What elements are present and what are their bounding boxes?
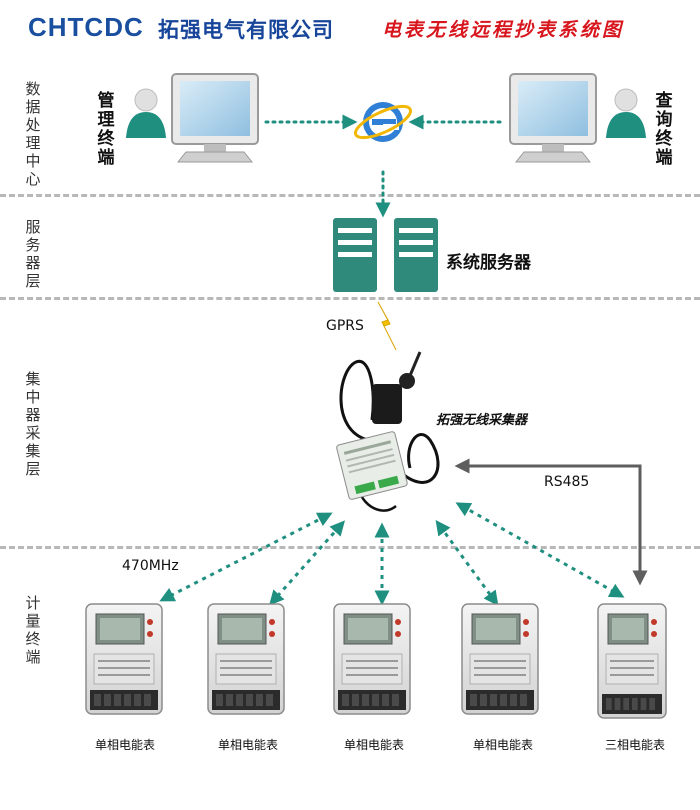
layer-label-data-center: 数据处理中心 [25, 80, 41, 188]
server-label: 系统服务器 [446, 253, 531, 273]
admin-user-icon [126, 88, 166, 138]
lightning-icon [377, 301, 397, 351]
three-phase-meter-icon [597, 603, 667, 719]
radio-frequency-label: 470MHz [122, 558, 179, 574]
company-name: 拓强电气有限公司 [158, 17, 334, 42]
meter-label: 三相电能表 [604, 738, 665, 752]
layer-label-collector: 集中器采集层 [25, 370, 41, 478]
server-icon [333, 218, 438, 292]
layer-separator [0, 546, 700, 549]
brand-logo: CHTCDC [28, 12, 144, 42]
single-phase-meter-icon [461, 603, 539, 715]
layer-separator [0, 194, 700, 197]
rs485-label: RS485 [544, 474, 590, 490]
internet-explorer-icon [353, 102, 413, 142]
meters-layer [85, 603, 667, 719]
query-terminal-label: 查询终端 [655, 91, 673, 168]
layer-label-metering: 计量终端 [25, 594, 41, 666]
single-phase-meter-icon [85, 603, 163, 715]
single-phase-meter-icon [207, 603, 285, 715]
radio-link-meter-1 [159, 512, 333, 602]
rs485-link [454, 458, 648, 586]
meter-label: 单相电能表 [472, 738, 533, 752]
radio-link-meter-5 [455, 502, 625, 598]
radio-link-meter-4 [435, 519, 499, 607]
collector-label: 拓强无线采集器 [436, 413, 528, 428]
radio-link-meter-2 [269, 520, 345, 606]
query-user-icon [606, 88, 646, 138]
diagram-title: 电表无线远程抄表系统图 [382, 19, 625, 41]
collector-device-icon [336, 351, 440, 512]
meter-label: 单相电能表 [343, 738, 404, 752]
query-monitor-icon [509, 73, 597, 163]
single-phase-meter-icon [333, 603, 411, 715]
layer-separator [0, 297, 700, 300]
admin-terminal-label: 管理终端 [97, 91, 115, 168]
layer-label-server: 服务器层 [25, 218, 41, 290]
meter-label: 单相电能表 [217, 738, 278, 752]
gprs-label: GPRS [326, 318, 364, 334]
radio-links [159, 502, 625, 607]
admin-monitor-icon [171, 73, 259, 163]
meter-label: 单相电能表 [94, 738, 155, 752]
